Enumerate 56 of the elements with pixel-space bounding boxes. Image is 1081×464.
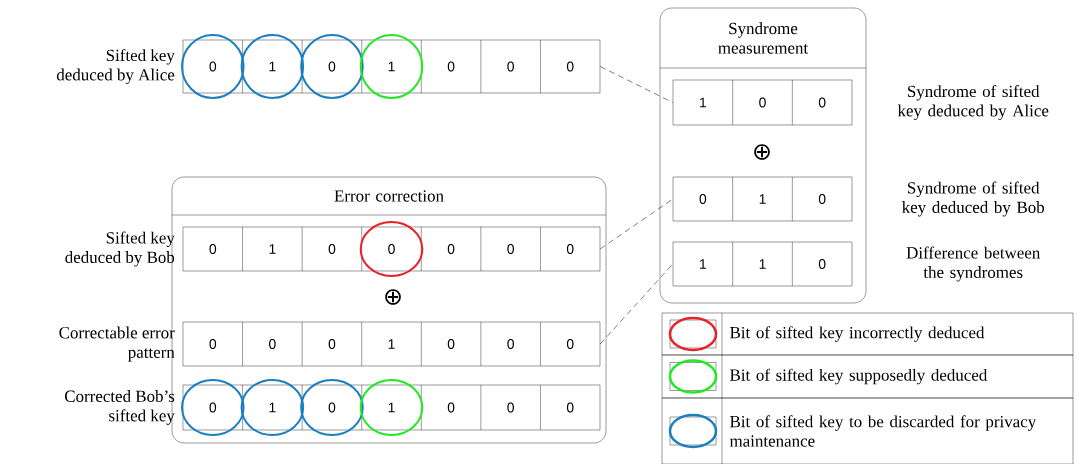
bit-value: 1 [759, 259, 766, 269]
bit-value: 0 [209, 244, 217, 254]
bit-value: 1 [388, 61, 395, 72]
bit-value: 1 [388, 339, 395, 349]
connector-line [599, 66, 674, 103]
legend-row: Bit of sifted key supposedly deduced [661, 354, 1074, 399]
row-label: Sifted key deduced by Alice [56, 49, 175, 84]
bit-value: 0 [507, 339, 514, 349]
bit-value: 0 [269, 339, 276, 349]
bit-row [672, 241, 853, 287]
bit-value: 0 [447, 402, 455, 413]
bit-row [182, 221, 601, 277]
bit-value: 0 [566, 61, 574, 72]
bit-value: 0 [818, 194, 826, 204]
bit-row [181, 379, 601, 436]
bit-value: 1 [269, 61, 276, 72]
row-label: Syndrome of sifted key deduced by Bob [902, 181, 1045, 217]
xor-symbol: ⊕ [754, 144, 770, 160]
bit-value: 0 [566, 244, 574, 254]
bit-value: 0 [388, 244, 395, 254]
bit-value: 1 [269, 402, 276, 413]
bit-value: 1 [759, 194, 766, 204]
xor-symbol: ⊕ [385, 289, 401, 305]
bit-value: 0 [507, 402, 514, 413]
bit-value: 0 [566, 402, 574, 413]
bit-value: 1 [700, 97, 707, 108]
bit-row [182, 321, 601, 367]
legend-row: Bit of sifted key to be discarded for privacy maintenance [661, 397, 1074, 464]
bit-value: 0 [507, 61, 514, 72]
bit-value: 0 [447, 244, 455, 254]
connector-line [599, 263, 674, 345]
bit-value: 0 [566, 339, 574, 349]
bit-value: 0 [818, 259, 826, 269]
bit-value: 0 [328, 61, 336, 72]
connector-line [599, 198, 674, 250]
bit-value: 1 [700, 259, 707, 269]
bit-value: 0 [818, 97, 826, 108]
row-label: Syndrome of sifted key deduced by Alice [897, 85, 1049, 120]
bit-value: 0 [507, 244, 514, 254]
bit-value: 0 [209, 339, 217, 349]
bit-value: 0 [328, 339, 336, 349]
legend-row: Bit of sifted key incorrectly deduced [661, 312, 1074, 356]
bit-value: 0 [447, 61, 455, 72]
bit-row [672, 79, 853, 126]
bit-value: 0 [328, 402, 336, 413]
bit-row [181, 34, 601, 99]
bit-value: 0 [328, 244, 336, 254]
bit-value: 0 [209, 61, 217, 72]
bit-value: 1 [269, 244, 276, 254]
bit-value: 1 [388, 402, 395, 413]
bit-value: 0 [699, 194, 707, 204]
row-label: Difference between the syndromes [906, 246, 1041, 282]
bit-row [672, 176, 853, 222]
bit-value: 0 [759, 97, 766, 108]
bit-value: 0 [447, 339, 455, 349]
bit-value: 0 [209, 402, 217, 413]
